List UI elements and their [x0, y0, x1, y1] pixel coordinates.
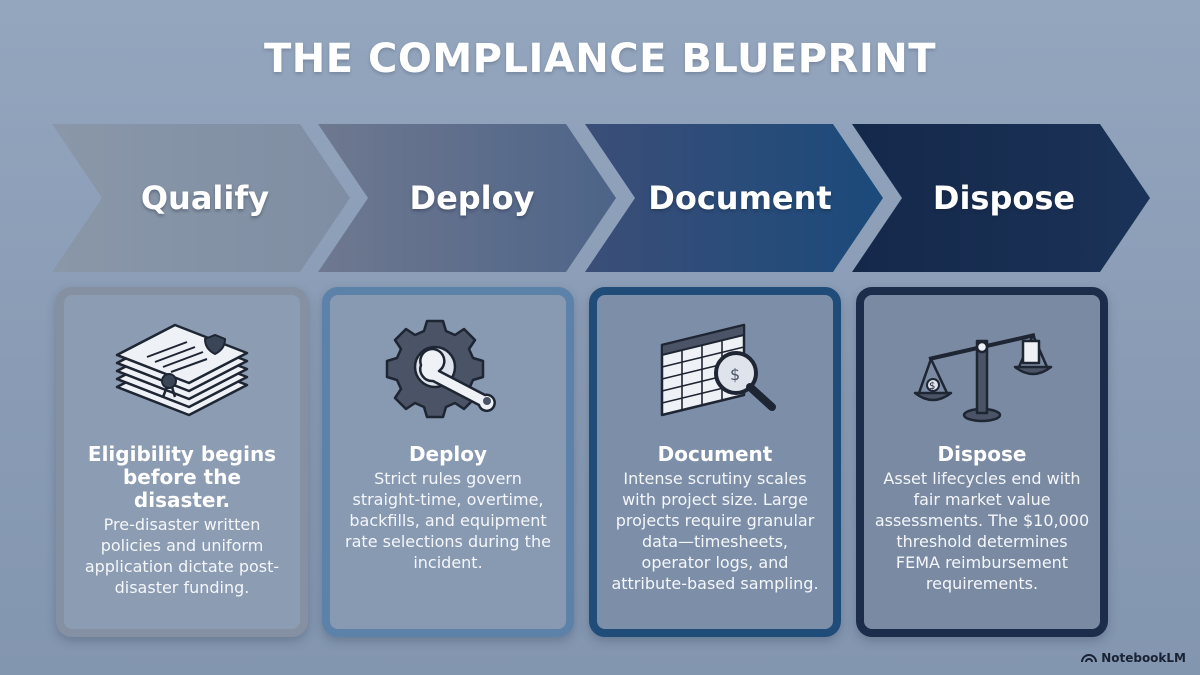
stage-card-dispose: $ Dispose Asset lifecycles end with fair… — [856, 287, 1108, 637]
chevron-deploy — [318, 124, 616, 272]
chevron-document — [585, 124, 883, 272]
chevron-dispose — [852, 124, 1150, 272]
badge-label: NotebookLM — [1101, 651, 1186, 665]
chevron-qualify — [52, 124, 350, 272]
card-heading: Document — [657, 442, 773, 466]
stage-card-deploy: Deploy Strict rules govern straight-time… — [322, 287, 574, 637]
chevron-label-qualify: Qualify — [140, 179, 270, 217]
balance-scale-icon: $ — [913, 333, 1053, 423]
card-body: Pre-disaster written policies and unifor… — [84, 515, 280, 597]
card-body: Strict rules govern straight-time, overt… — [345, 469, 551, 572]
chevron-label-dispose: Dispose — [932, 179, 1076, 217]
chevron-label-document: Document — [648, 179, 832, 217]
certificate-stack-icon — [115, 323, 249, 417]
notebooklm-logo-icon — [1081, 654, 1098, 663]
card-heading: Deploy — [408, 442, 488, 466]
page-title: THE COMPLIANCE BLUEPRINT — [263, 36, 937, 82]
stage-card-document: $ Document Intense scrutiny scales with … — [589, 287, 841, 637]
chevron-label-deploy: Deploy — [409, 179, 535, 217]
card-body: Intense scrutiny scales with project siz… — [611, 469, 819, 593]
card-body: Asset lifecycles end with fair market va… — [874, 469, 1090, 593]
stage-card-qualify: Eligibility begins before the disaster. … — [56, 287, 308, 637]
spreadsheet-magnifier-icon: $ — [660, 323, 776, 417]
gear-wrench-icon — [385, 319, 496, 419]
card-heading: Eligibility begins before the disaster. — [87, 442, 277, 512]
svg-text:$: $ — [929, 381, 935, 392]
card-heading: Dispose — [937, 442, 1027, 466]
svg-text:$: $ — [730, 365, 740, 384]
notebooklm-badge: NotebookLM — [1081, 651, 1186, 665]
